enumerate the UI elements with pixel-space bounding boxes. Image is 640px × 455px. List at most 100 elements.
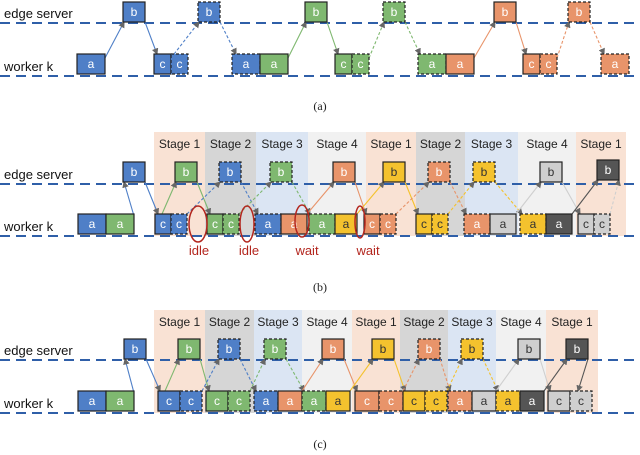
wait-label-1: wait <box>294 243 319 258</box>
box-b-b-22: b <box>472 161 496 183</box>
box-c-a-9: c <box>334 53 353 75</box>
edge-server-label-c: edge server <box>4 343 73 358</box>
box-letter: a <box>612 57 619 71</box>
box-rect <box>269 161 293 183</box>
worker-label-a: worker k <box>3 59 54 74</box>
box-b-c-22: b <box>460 338 484 360</box>
stage-label-b-9: Stage 1 <box>580 137 622 151</box>
transfer-arrow-29 <box>515 181 542 215</box>
box-c-c-16: c <box>354 390 380 412</box>
box-rect <box>123 338 147 360</box>
box-letter: a <box>500 217 507 231</box>
wait-label-2: wait <box>355 243 380 258</box>
box-rect <box>332 161 356 183</box>
transfer-arrow-19 <box>238 181 272 215</box>
box-letter: a <box>457 57 464 71</box>
box-rect <box>596 159 620 181</box>
edge-server-label-a: edge server <box>4 6 73 21</box>
box-a-c-24: a <box>471 390 497 412</box>
transfer-arrow-44 <box>393 358 407 393</box>
box-letter: b <box>605 163 612 177</box>
box-rect <box>259 53 289 75</box>
box-letter: a <box>311 394 318 408</box>
caption-b: (b) <box>313 280 327 294</box>
box-rect <box>222 213 240 235</box>
box-a-b-2: a <box>105 213 135 235</box>
idle-ellipse-2 <box>239 205 255 243</box>
edge-server-label-b: edge server <box>4 167 73 182</box>
box-c-c-17: c <box>378 390 404 412</box>
transfer-arrow-13 <box>122 180 135 217</box>
box-b-a-17: b <box>567 1 591 23</box>
stage-label-b-8: Stage 4 <box>526 137 568 151</box>
transfer-arrow-8 <box>404 21 421 55</box>
box-c-a-3: c <box>153 53 172 75</box>
box-letter: a <box>429 57 436 71</box>
box-rect <box>218 161 242 183</box>
wait-ellipse-1 <box>294 204 310 238</box>
box-c-c-8: c <box>205 390 229 412</box>
stage-label-c-7: Stage 3 <box>451 315 493 329</box>
transfer-arrow-40 <box>285 358 305 392</box>
box-letter: a <box>481 394 488 408</box>
box-rect <box>565 338 589 360</box>
box-a-b-10: a <box>254 213 282 235</box>
transfer-arrow-39 <box>249 358 266 392</box>
transfer-arrow-42 <box>343 358 358 393</box>
box-letter: b <box>526 342 533 356</box>
transfer-arrow-47 <box>446 358 463 392</box>
box-letter: c <box>166 394 172 408</box>
transfer-arrow-25 <box>395 181 430 215</box>
box-rect <box>170 213 188 235</box>
caption-c: (c) <box>313 437 326 451</box>
transfer-arrow-37 <box>201 358 220 392</box>
box-c-a-10: c <box>351 53 370 75</box>
box-letter: a <box>335 394 342 408</box>
transfer-arrow-15 <box>161 180 177 215</box>
box-letter: b <box>548 165 555 179</box>
idle-label-1: idle <box>189 243 209 258</box>
transfer-arrow-46 <box>439 358 452 393</box>
box-letter: a <box>89 217 96 231</box>
box-a-c-11: a <box>253 390 279 412</box>
box-rect <box>427 161 451 183</box>
transfer-arrow-31 <box>571 179 599 215</box>
box-a-a-13: a <box>445 53 475 75</box>
box-rect <box>301 390 327 412</box>
transfer-arrow-43 <box>349 358 374 392</box>
box-letter: a <box>505 394 512 408</box>
box-rect <box>122 1 146 23</box>
box-letter: b <box>272 342 279 356</box>
box-b-b-13: b <box>332 161 356 183</box>
box-a-b-1: a <box>77 213 107 235</box>
box-letter: c <box>228 217 234 231</box>
box-letter: c <box>529 57 535 71</box>
box-b-a-14: b <box>493 1 517 23</box>
box-letter: c <box>578 394 584 408</box>
stage-label-b-5: Stage 1 <box>370 137 412 151</box>
box-letter: b <box>132 342 139 356</box>
box-letter: b <box>330 342 337 356</box>
transfer-arrow-18 <box>240 181 259 215</box>
box-rect <box>263 338 287 360</box>
box-letter: b <box>227 165 234 179</box>
box-b-a-8: b <box>304 1 328 23</box>
box-letter: b <box>502 5 509 19</box>
stage-label-c-9: Stage 1 <box>551 315 593 329</box>
wait-ellipse-2 <box>354 205 366 239</box>
box-c-c-29: c <box>569 390 593 412</box>
box-letter: b <box>131 165 138 179</box>
box-letter: c <box>176 217 182 231</box>
box-rect <box>424 390 448 412</box>
box-rect <box>379 213 397 235</box>
box-c-c-9: c <box>227 390 251 412</box>
box-letter: c <box>411 394 417 408</box>
transfer-arrow-48 <box>482 358 499 392</box>
box-rect <box>593 213 611 235</box>
transfer-arrow-51 <box>543 358 568 392</box>
worker-label-c: worker k <box>3 396 54 411</box>
transfer-arrow-21 <box>306 181 335 215</box>
box-rect <box>174 161 198 183</box>
box-letter: c <box>437 217 443 231</box>
